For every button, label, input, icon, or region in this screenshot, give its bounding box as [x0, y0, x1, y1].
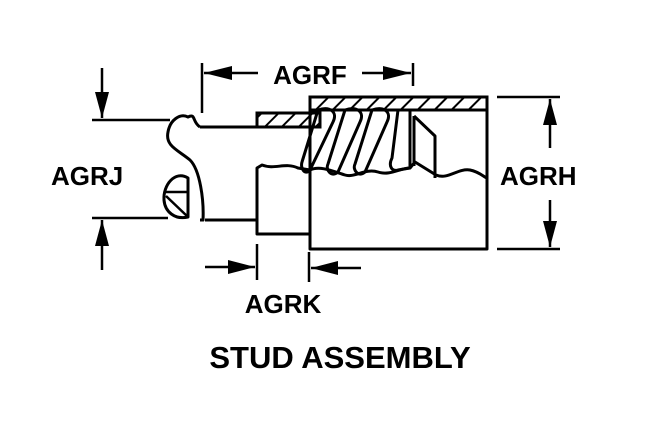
- agrj-arrow-top: [95, 92, 109, 118]
- threads: [300, 107, 412, 176]
- agrh-arrow-bottom: [543, 221, 557, 247]
- thread-4: [388, 108, 412, 172]
- stud-head-slot: [162, 174, 190, 220]
- agrk-label: AGRK: [245, 289, 322, 319]
- agrk-arrow-left: [228, 260, 255, 274]
- diagram-title: STUD ASSEMBLY: [209, 340, 471, 375]
- agrh-label: AGRH: [500, 161, 577, 191]
- thread-2: [325, 107, 363, 176]
- agrf-arrow-left: [204, 66, 232, 80]
- agrk-dimension: AGRK: [205, 244, 361, 319]
- agrh-arrow-top: [543, 99, 557, 125]
- sleeve-body: [308, 97, 489, 251]
- agrj-dimension: AGRJ: [51, 68, 170, 270]
- agrj-arrow-bottom: [95, 220, 109, 246]
- sleeve-top-hatched: [308, 95, 489, 112]
- stud-assembly-part: [162, 95, 489, 251]
- thread-1: [300, 107, 336, 174]
- agrj-label: AGRJ: [51, 161, 123, 191]
- agrh-dimension: AGRH: [497, 95, 577, 251]
- thread-3: [352, 107, 390, 176]
- stud-head: [166, 114, 205, 222]
- agrf-dimension: AGRF: [200, 60, 415, 113]
- agrk-arrow-right: [311, 261, 338, 275]
- chamfer-detail: [412, 114, 437, 178]
- collar-hatched: [255, 111, 322, 129]
- slot-line-diagonal: [165, 195, 189, 218]
- stud-shank: [200, 125, 311, 236]
- agrf-label: AGRF: [273, 60, 347, 90]
- agrf-arrow-right: [383, 66, 411, 80]
